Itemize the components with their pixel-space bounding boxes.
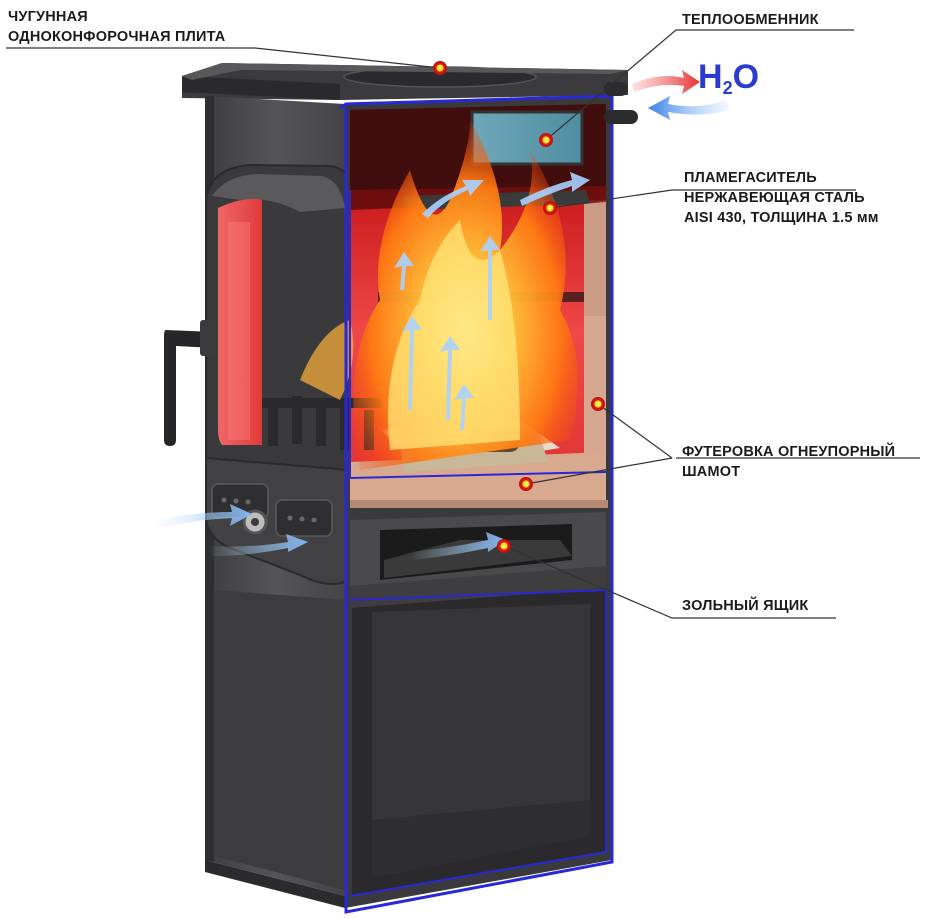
lining-label-line2: ШАМОТ — [682, 464, 741, 480]
heat-exchanger-panel — [470, 110, 584, 166]
baffle-label-line1: ПЛАМЕГАСИТЕЛЬ — [684, 170, 817, 186]
ash-box-label-text: ЗОЛЬНЫЙ ЯЩИК — [682, 598, 809, 614]
water-formula: H2O — [698, 58, 759, 99]
water-h: H — [698, 58, 723, 96]
hot-water-pipe — [604, 82, 628, 96]
door-arch — [212, 174, 345, 212]
heat-exchanger-label: ТЕПЛООБМЕННИК — [682, 10, 819, 30]
cooktop-label-line2: ОДНОКОНФОРОЧНАЯ ПЛИТА — [8, 29, 226, 45]
heat-exchanger-label-text: ТЕПЛООБМЕННИК — [682, 12, 819, 28]
stove-base — [205, 860, 345, 908]
water-o: O — [732, 58, 760, 96]
cold-water-pipe — [604, 110, 638, 124]
door-glass — [218, 199, 262, 445]
cooktop-plate-front — [182, 76, 340, 100]
lining-label-line1: ФУТЕРОВКА ОГНЕУПОРНЫЙ — [682, 444, 896, 460]
cut-outline — [339, 94, 614, 914]
water-subscript: 2 — [722, 78, 733, 98]
hot-water-arrow-icon — [632, 70, 700, 94]
ash-box-label: ЗОЛЬНЫЙ ЯЩИК — [682, 596, 808, 616]
leader-lines — [6, 29, 920, 619]
lining-label: ФУТЕРОВКА ОГНЕУПОРНЫЙ ШАМОТ — [682, 442, 895, 482]
cooktop-label: ЧУГУННАЯ ОДНОКОНФОРОЧНАЯ ПЛИТА — [8, 7, 225, 47]
baffle-label: ПЛАМЕГАСИТЕЛЬ НЕРЖАВЕЮЩАЯ СТАЛЬ AISI 430… — [684, 168, 879, 228]
wood-storage-recess-frame — [214, 590, 345, 890]
baffle-label-line2: НЕРЖАВЕЮЩАЯ СТАЛЬ — [684, 190, 865, 206]
ash-pile — [384, 540, 572, 578]
cold-water-arrow-icon — [648, 96, 730, 120]
cooktop-label-line1: ЧУГУННАЯ — [8, 9, 88, 25]
rising-hot-air-arrows — [394, 172, 590, 430]
marker-dot-icon — [433, 61, 605, 553]
baffle-label-line3: AISI 430, ТОЛЩИНА 1.5 мм — [684, 210, 879, 226]
airflow-arrow-icon — [150, 504, 506, 560]
